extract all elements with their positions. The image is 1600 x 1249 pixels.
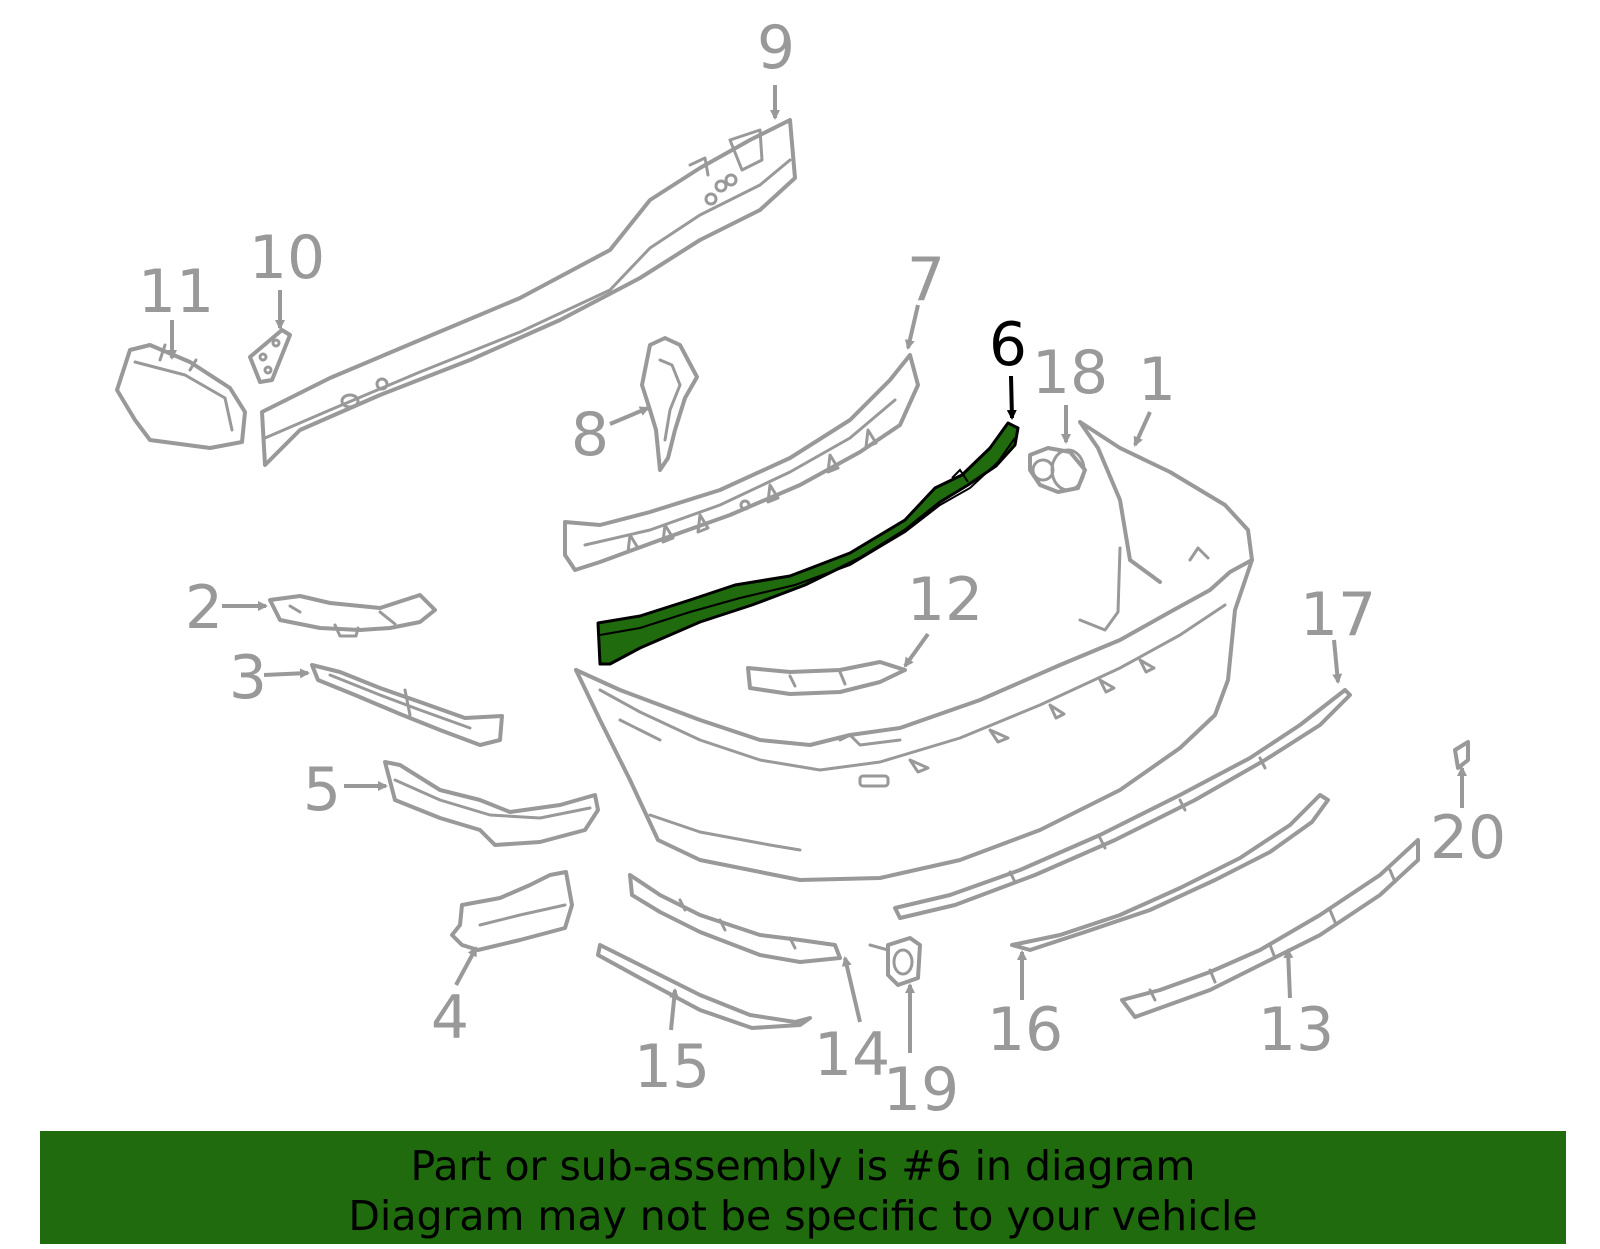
part-18-parking-sensor[interactable] <box>1028 446 1087 494</box>
part-8-vertical-bracket[interactable] <box>640 336 699 472</box>
callout-19: 19 <box>883 1055 959 1125</box>
leader-arrows <box>167 85 1467 1053</box>
callout-5: 5 <box>303 755 341 825</box>
callout-15: 15 <box>634 1032 710 1102</box>
callout-18: 18 <box>1032 338 1108 408</box>
part-15-molding[interactable] <box>596 943 812 1030</box>
part-17-upper-trim-strip[interactable] <box>893 688 1352 920</box>
callout-labels: 9 10 11 7 8 6 18 1 12 2 3 5 4 15 14 19 1… <box>138 13 1506 1125</box>
part-9-reinforcement-beam[interactable] <box>260 118 797 467</box>
part-7-absorber-bracket[interactable] <box>563 353 920 572</box>
callout-9: 9 <box>757 13 795 83</box>
part-11-side-bracket[interactable] <box>115 343 247 450</box>
part-19-sensor-bracket[interactable] <box>868 936 922 987</box>
banner-line-disclaimer: Diagram may not be specific to your vehi… <box>348 1192 1258 1240</box>
callout-4: 4 <box>431 983 469 1053</box>
part-10-gusset-plate[interactable] <box>248 328 292 384</box>
part-2-guide-bracket[interactable] <box>268 593 437 638</box>
part-16-reflector-strip[interactable] <box>1010 793 1330 952</box>
part-13-lower-bracket[interactable] <box>1120 838 1420 1019</box>
callout-14: 14 <box>814 1020 890 1090</box>
callout-11: 11 <box>138 257 214 327</box>
callout-8: 8 <box>571 400 609 470</box>
part-20-clip[interactable] <box>1453 740 1470 770</box>
part-14-lower-trim[interactable] <box>628 873 842 964</box>
callout-6: 6 <box>989 310 1027 380</box>
part-4-mount-bracket[interactable] <box>450 870 574 952</box>
part-3-support-bracket[interactable] <box>310 663 504 747</box>
part-5-lower-bracket[interactable] <box>383 760 600 847</box>
callout-20: 20 <box>1430 803 1506 873</box>
callout-1: 1 <box>1138 345 1176 415</box>
callout-3: 3 <box>229 643 267 713</box>
callout-7: 7 <box>907 245 945 315</box>
callout-16: 16 <box>987 995 1063 1065</box>
callout-10: 10 <box>249 223 325 293</box>
info-banner: Part or sub-assembly is #6 in diagram Di… <box>40 1131 1566 1244</box>
banner-line-part-number: Part or sub-assembly is #6 in diagram <box>410 1142 1196 1190</box>
callout-12: 12 <box>907 565 983 635</box>
callout-2: 2 <box>185 573 223 643</box>
callout-17: 17 <box>1300 580 1376 650</box>
part-1-bumper-cover[interactable] <box>574 420 1254 882</box>
callout-13: 13 <box>1258 995 1334 1065</box>
part-12-trim-strip[interactable] <box>746 660 907 696</box>
part-6-energy-absorber[interactable] <box>596 421 1020 666</box>
